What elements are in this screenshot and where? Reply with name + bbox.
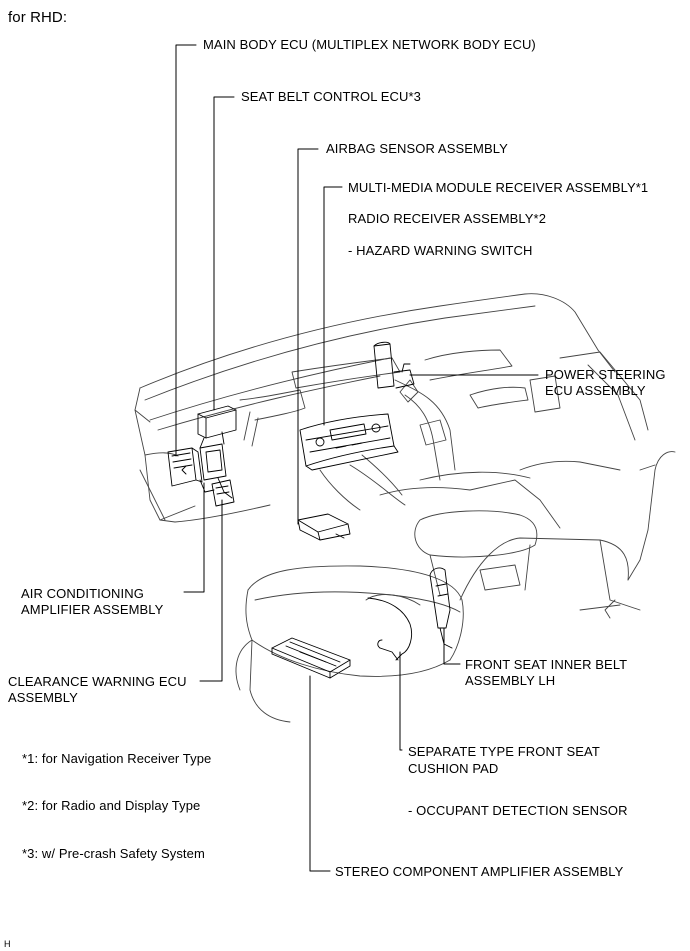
leader-stereo-amplifier: [309, 675, 331, 872]
leader-seat-belt-ecu: [213, 96, 235, 411]
leader-main-body-ecu: [175, 44, 197, 457]
leader-seat-cushion-pad: [399, 651, 403, 751]
seat-belt-control-ecu-part: [197, 405, 237, 449]
main-body-ecu-part: [167, 443, 233, 499]
leader-lines: [175, 44, 539, 872]
occupant-sensor-wire: [367, 597, 413, 661]
dashboard-outline: [134, 293, 649, 523]
label-seat-cushion-pad-line2: CUSHION PAD: [408, 761, 499, 776]
leader-airbag-sensor: [297, 148, 319, 525]
label-clearance-warning-line1: CLEARANCE WARNING ECU: [8, 674, 187, 689]
label-front-seat-belt-line2: ASSEMBLY LH: [465, 673, 556, 688]
label-air-conditioning-line2: AMPLIFIER ASSEMBLY: [21, 602, 164, 617]
leader-air-conditioning: [183, 482, 205, 593]
airbag-sensor-part: [297, 513, 351, 541]
label-hazard-switch: - HAZARD WARNING SWITCH: [348, 243, 533, 258]
label-front-seat-belt-line1: FRONT SEAT INNER BELT: [465, 657, 628, 672]
leader-front-seat-belt: [443, 627, 461, 665]
stereo-amplifier-part: [271, 637, 351, 679]
label-seat-cushion-pad-line1: SEPARATE TYPE FRONT SEAT: [408, 744, 600, 759]
console-and-seats: [235, 451, 676, 723]
multimedia-receiver-part: [299, 413, 399, 471]
label-stereo-amplifier: STEREO COMPONENT AMPLIFIER ASSEMBLY: [335, 864, 624, 879]
clearance-warning-ecu-part: [211, 479, 235, 507]
footnote-3: *3: w/ Pre-crash Safety System: [22, 846, 205, 861]
label-air-conditioning-line1: AIR CONDITIONING: [21, 586, 144, 601]
label-radio-receiver: RADIO RECEIVER ASSEMBLY*2: [348, 211, 547, 226]
label-airbag-sensor: AIRBAG SENSOR ASSEMBLY: [326, 141, 508, 156]
leader-clearance-warning: [199, 499, 223, 682]
corner-mark: H: [4, 939, 11, 949]
label-main-body-ecu: MAIN BODY ECU (MULTIPLEX NETWORK BODY EC…: [203, 37, 536, 52]
power-steering-ecu-part: [373, 341, 415, 389]
label-seat-belt-control-ecu: SEAT BELT CONTROL ECU*3: [241, 89, 422, 104]
diagram-title: for RHD:: [8, 9, 68, 26]
footnote-2: *2: for Radio and Display Type: [22, 798, 201, 813]
leader-multimedia: [323, 186, 343, 426]
label-occupant-sensor: - OCCUPANT DETECTION SENSOR: [408, 803, 628, 818]
label-power-steering-line2: ECU ASSEMBLY: [545, 383, 646, 398]
footnote-1: *1: for Navigation Receiver Type: [22, 751, 212, 766]
label-multimedia-module: MULTI-MEDIA MODULE RECEIVER ASSEMBLY*1: [348, 180, 649, 195]
label-power-steering-line1: POWER STEERING: [545, 367, 666, 382]
label-clearance-warning-line2: ASSEMBLY: [8, 690, 78, 705]
